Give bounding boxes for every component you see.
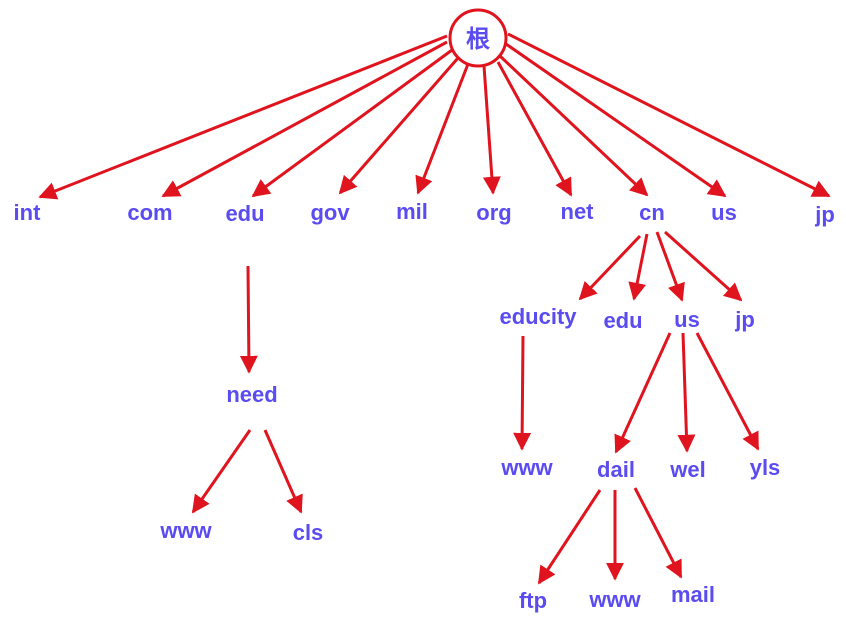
edge-root-to-com [161, 40, 448, 198]
edge-dail-to-mail [633, 487, 683, 579]
edge-dail-to-ftp [537, 489, 602, 585]
edge-us_cn-to-wel [677, 332, 696, 453]
node-label-www_dail: www [588, 587, 641, 612]
node-label-int: int [14, 200, 42, 225]
node-label-www_need: www [159, 518, 212, 543]
node-labels: int com edu gov mil org net cn us jp need www cls edu… [13, 198, 835, 613]
root-circle [448, 8, 508, 68]
edge-need-to-www_need [191, 429, 252, 514]
edge-edu-to-need [239, 265, 258, 374]
edge-root-to-mil [415, 63, 470, 195]
root-node: 根 [448, 8, 508, 68]
edge-need-to-cls [263, 429, 303, 514]
node-label-yls: yls [750, 455, 781, 480]
edge-us_cn-to-yls [695, 332, 760, 451]
node-label-educity: educity [499, 304, 577, 329]
node-label-dail: dail [597, 457, 635, 482]
edge-cn-to-jp_cn [663, 230, 743, 302]
edge-cn-to-edu_cn [628, 233, 649, 301]
node-label-cn: cn [639, 200, 665, 225]
edge-root-to-gov [338, 57, 460, 195]
edge-cn-to-us_cn [655, 231, 685, 302]
edge-root-to-jp_top [507, 32, 831, 198]
node-label-jp_cn: jp [734, 307, 755, 332]
node-label-edu_cn: edu [603, 308, 642, 333]
node-label-us_cn: us [674, 307, 700, 332]
edge-root-to-edu [251, 48, 453, 198]
node-label-mil: mil [396, 199, 428, 224]
node-label-com: com [127, 200, 172, 225]
edge-root-to-int [38, 34, 448, 200]
node-label-gov: gov [310, 200, 350, 225]
node-label-cls: cls [293, 520, 324, 545]
edges [38, 32, 831, 585]
node-label-us_top: us [711, 200, 737, 225]
node-label-wel: wel [669, 457, 705, 482]
root-label: 根 [466, 25, 490, 53]
edge-root-to-net [496, 61, 573, 197]
edge-root-to-us_top [505, 42, 727, 198]
node-label-ftp: ftp [519, 588, 547, 613]
node-label-need: need [226, 382, 277, 407]
edge-educity-to-www_educity [513, 335, 532, 451]
node-label-edu: edu [225, 201, 264, 226]
node-label-mail: mail [671, 582, 715, 607]
node-label-org: org [476, 200, 511, 225]
edge-root-to-cn [498, 54, 649, 197]
node-label-net: net [561, 199, 595, 224]
node-label-www_educity: www [500, 455, 553, 480]
edge-cn-to-educity [578, 234, 642, 301]
edge-root-to-org [482, 65, 501, 195]
edge-us_cn-to-dail [614, 332, 672, 454]
node-label-jp_top: jp [814, 202, 835, 227]
